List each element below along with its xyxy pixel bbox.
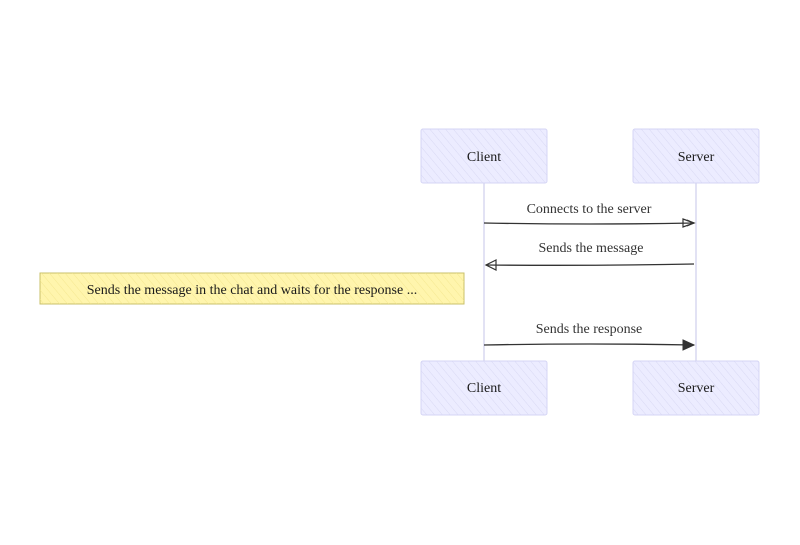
actor-client-top: Client bbox=[420, 128, 548, 184]
actor-client-top-label: Client bbox=[467, 150, 501, 165]
message-response: Sends the response bbox=[483, 322, 696, 351]
message-response-label: Sends the response bbox=[536, 322, 643, 337]
note-text: Sends the message in the chat and waits … bbox=[87, 283, 417, 298]
actor-server-bottom: Server bbox=[632, 360, 760, 416]
actor-client-bottom-label: Client bbox=[467, 381, 501, 396]
note: Sends the message in the chat and waits … bbox=[39, 272, 465, 305]
actor-server-top: Server bbox=[632, 128, 760, 184]
actor-client-bottom: Client bbox=[420, 360, 548, 416]
message-connect-label: Connects to the server bbox=[527, 202, 652, 217]
message-connect: Connects to the server bbox=[483, 202, 696, 228]
message-send-label: Sends the message bbox=[539, 241, 644, 256]
actor-server-bottom-label: Server bbox=[678, 381, 715, 396]
message-send: Sends the message bbox=[484, 241, 695, 271]
actor-server-top-label: Server bbox=[678, 150, 715, 165]
